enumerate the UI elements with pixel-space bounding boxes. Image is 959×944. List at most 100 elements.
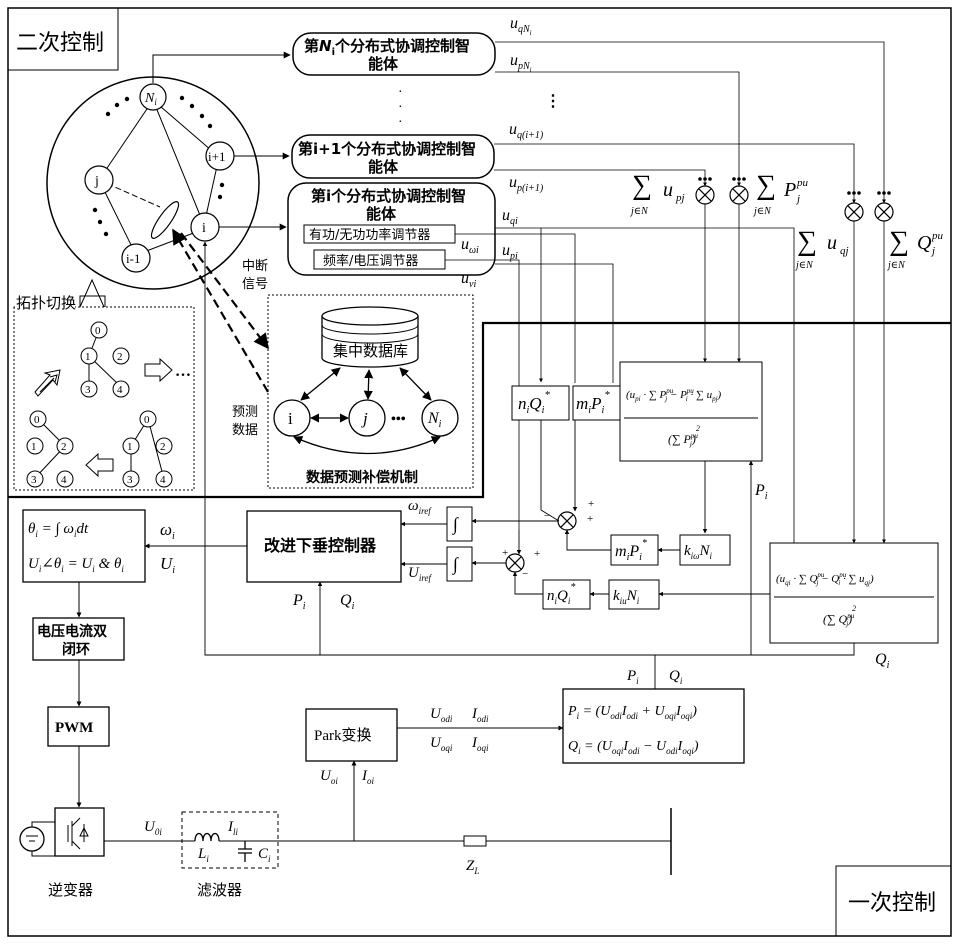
vc-loop-block: 电压电流双 闭环 (33, 618, 124, 660)
svg-text:Pi: Pi (754, 482, 768, 502)
svg-text:(uqi · ∑ Qpuj − Qpui · ∑ uqj): (uqi · ∑ Qpuj − Qpui · ∑ uqj) (776, 571, 874, 587)
graph-node-ni-label: N (144, 91, 155, 106)
signal-lines (445, 42, 884, 543)
pi-label-right: P (754, 482, 765, 499)
agents-hdots-2: · (398, 100, 403, 115)
tree2-node-0: 0 (34, 414, 40, 426)
integrator-w: ∫ (447, 507, 472, 541)
db-node-n-sub: i (439, 419, 442, 430)
svg-text:upi: upi (502, 242, 518, 262)
agent-n-label-prefix: 第 (304, 37, 319, 55)
db-dots: ••• (391, 412, 406, 427)
sum-upj-index: j∈N (629, 206, 649, 217)
svg-text:Qi: Qi (340, 592, 355, 612)
mp-m: m (576, 394, 588, 413)
svg-text:Li: Li (197, 846, 209, 864)
sum-ppu-index: j∈N (752, 206, 772, 217)
sig-u-vi: u (461, 270, 469, 287)
vc-loop-label-2: 闭环 (62, 641, 90, 658)
agent-i-label-line2: 能体 (366, 205, 397, 223)
park-label: Park变换 (314, 727, 372, 744)
database-caption: 数据预测补偿机制 (306, 469, 418, 486)
svg-text:ωi: ωi (160, 520, 175, 542)
omega-iref-sub: iref (419, 506, 433, 516)
tree1-node-4: 4 (117, 384, 123, 396)
nq-q: Q (529, 394, 541, 413)
sig-u-qi-sub: qi (510, 216, 518, 227)
graph-node-i1-label: i+1 (208, 149, 225, 164)
svg-text:θi = ∫ ωidt: θi = ∫ ωidt (28, 521, 89, 539)
svg-text:Iodi: Iodi (471, 706, 489, 724)
topology-panel: 拓扑切换 0 1 2 3 4 … 0 1 2 3 4 0 1 2 3 4 (14, 280, 194, 490)
svg-text:uqNi: uqNi (510, 15, 532, 37)
k-iw-block: kiωNi (680, 535, 730, 565)
svg-text:Uoqi: Uoqi (430, 735, 453, 753)
svg-text:up(i+1): up(i+1) (509, 174, 544, 194)
nq-star-block: niQi* (512, 386, 569, 420)
db-node-i: i (288, 409, 293, 428)
mp-star: * (604, 389, 610, 401)
sig-u-q-i1-sub: q(i+1) (517, 130, 544, 141)
agent-i-box: 第i个分布式协调控制智 能体 有功/无功功率调节器 频率/电压调节器 (288, 183, 495, 275)
svg-text:(upi · ∑ Ppuj − Ppui · ∑ upj): (upi · ∑ Ppuj − Ppui · ∑ upj) (626, 387, 722, 403)
agent-n-label-n: N (319, 37, 332, 55)
pwm-label: PWM (55, 720, 93, 736)
feedback-lines (205, 242, 854, 689)
svg-text:Qi: Qi (669, 668, 683, 686)
graph-node-j: j (85, 166, 113, 194)
sum-ppu-base: P (783, 179, 796, 201)
secondary-label: 二次控制 (16, 31, 104, 56)
vc-loop-label-1: 电压电流双 (37, 623, 107, 640)
tree1-node-1: 1 (85, 351, 91, 363)
tree1-node-2: 2 (117, 351, 123, 363)
agents-hdots-3: · (398, 115, 403, 130)
agent-i1-box: 第i+1个分布式协调控制智 能体 (292, 135, 494, 178)
svg-text:Ci: Ci (258, 846, 271, 864)
tree1-node-3: 3 (85, 384, 91, 396)
inverter-label: 逆变器 (48, 881, 93, 899)
svg-text:Uiref: Uiref (408, 565, 433, 583)
svg-text:Pi: Pi (292, 592, 306, 612)
agent-graph: Ni i+1 j i-1 i (47, 77, 259, 289)
nq-star: * (544, 389, 550, 401)
pi-label-bottom: P (626, 668, 636, 684)
topology-label: 拓扑切换 (16, 294, 76, 312)
mp-p-sub: i (601, 405, 604, 416)
sum-upj-sub: pj (675, 192, 685, 204)
omega-iref: ω (408, 498, 419, 514)
svg-text:uqi: uqi (502, 207, 518, 227)
nq-star-lower: niQi* (543, 580, 590, 609)
omega-i-out: ω (160, 520, 172, 539)
sig-u-wi: u (461, 236, 469, 253)
u-iref-sub: iref (419, 573, 433, 583)
graph-node-im1-label: i-1 (126, 251, 140, 266)
svg-text:Uoi: Uoi (320, 768, 338, 786)
svg-text:∑: ∑ (756, 170, 776, 201)
q-formula-box: (uqi · ∑ Qpuj − Qpui · ∑ uqj) (∑ Qpuj)2 (770, 543, 938, 643)
fv-regulator-label: 频率/电压调节器 (323, 253, 418, 269)
tree2-node-3: 3 (31, 474, 37, 486)
qi-label-right: Q (875, 651, 887, 668)
tree3-node-3: 3 (127, 474, 133, 486)
agent-n-label-rest: 个分布式协调控制智 (334, 37, 470, 55)
sum-uqj-sub: qj (840, 245, 849, 257)
tree2-node-2: 2 (61, 441, 67, 453)
svg-text:Ili: Ili (227, 819, 239, 837)
sig-u-q-i1: u (509, 121, 517, 138)
graph-node-i1: i+1 (206, 142, 234, 170)
pq-regulator-label: 有功/无功功率调节器 (309, 227, 430, 243)
tree2-node-1: 1 (31, 441, 37, 453)
topology-dots: … (175, 363, 191, 380)
svg-text:∑: ∑ (889, 226, 909, 257)
database-panel: 中断 信号 预测 数据 集中数据库 i j ••• Ni 数据预测补偿机制 (232, 259, 473, 488)
pi-label-droop: P (292, 592, 303, 609)
sum-qpu: ∑ Q pu j j∈N (886, 226, 944, 271)
sum-qpu-index: j∈N (886, 260, 906, 271)
mp-star-lower: miPi* (611, 535, 658, 565)
hdots-between-signals: ⋮ (545, 93, 561, 110)
tree2-node-4: 4 (61, 474, 67, 486)
droop-label: 改进下垂控制器 (264, 536, 377, 555)
svg-text:+: + (588, 498, 594, 510)
park-block: Park变换 (306, 709, 397, 761)
